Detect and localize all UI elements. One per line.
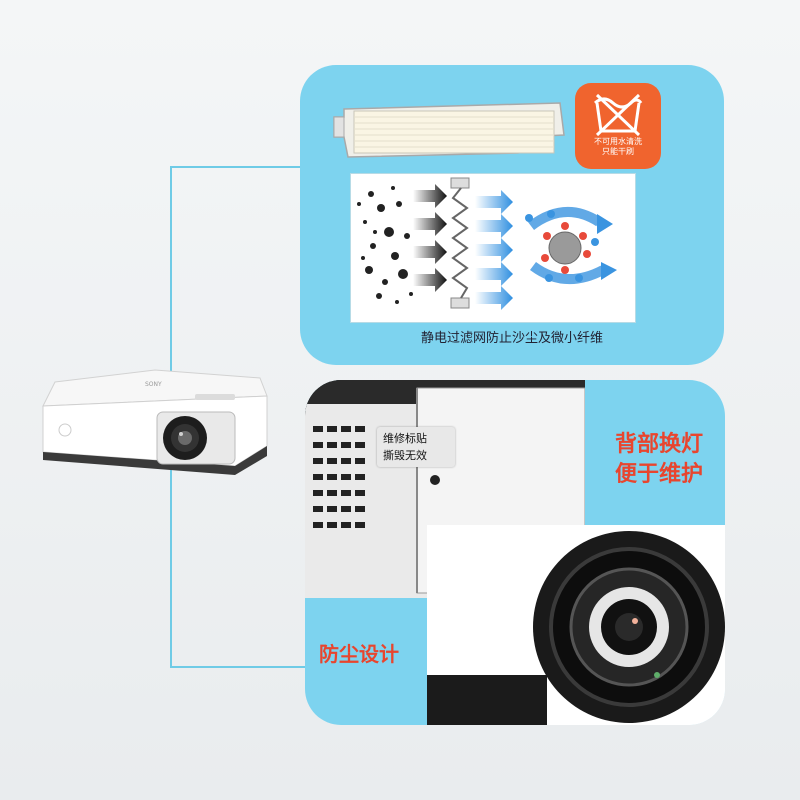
badge-text-line1: 不可用水清洗: [594, 137, 642, 146]
air-filter-image: [330, 97, 570, 167]
sticker-line1: 维修标贴: [383, 432, 427, 445]
filtration-diagram: [350, 173, 636, 323]
connector-line-top: [170, 166, 310, 168]
connector-line-bottom: [170, 666, 305, 668]
filter-caption: 静电过滤网防止沙尘及微小纤维: [420, 331, 603, 346]
no-wash-icon: [594, 93, 643, 137]
connector-line-vertical-lower: [170, 470, 172, 668]
no-wash-badge: 不可用水清洗 只能干刷: [575, 83, 661, 169]
rear-label-line2: 便于维护: [614, 462, 703, 487]
projector-image: SONY: [35, 360, 270, 480]
sticker-line2: 撕毁无效: [383, 449, 427, 462]
dust-particles: [357, 186, 413, 304]
connector-line-vertical-upper: [170, 166, 172, 376]
maintenance-feature-panel: 维修标贴 撕毁无效 背部换灯 便于维护 防尘设计: [305, 380, 725, 725]
badge-text-line2: 只能干刷: [602, 147, 634, 156]
filter-feature-panel: 不可用水清洗 只能干刷: [300, 65, 724, 365]
warranty-sticker: 维修标贴 撕毁无效: [377, 427, 455, 467]
svg-text:SONY: SONY: [145, 381, 162, 388]
rear-label-line1: 背部换灯: [614, 432, 703, 457]
rear-lamp-label: 背部换灯 便于维护: [615, 430, 703, 490]
lens-closeup-photo: [427, 525, 725, 725]
dustproof-label: 防尘设计: [319, 642, 399, 666]
